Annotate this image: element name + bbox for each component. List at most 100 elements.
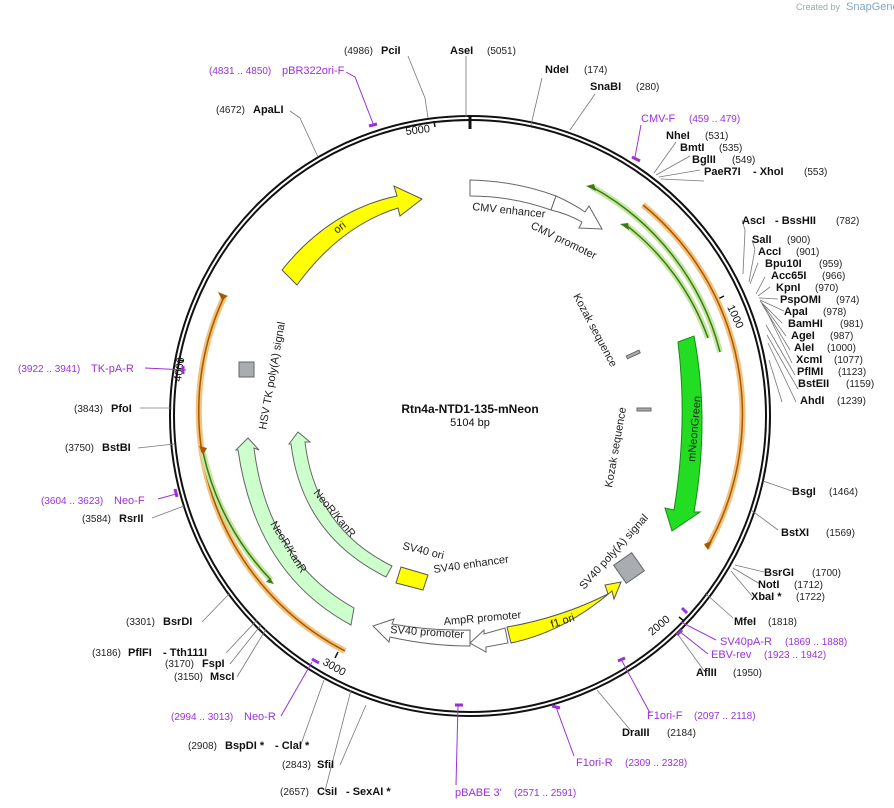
site-snabi[interactable]: SnaBI (590, 81, 621, 93)
site-pflfi[interactable]: PflFI (128, 647, 152, 659)
feature-kozak-sequence-1[interactable] (625, 349, 641, 360)
site-ahdi-pos: (1239) (837, 396, 866, 407)
primer-f1ori-f[interactable]: F1ori-F (647, 710, 683, 722)
site-sexai[interactable]: - SexAI * (346, 786, 391, 798)
site-nhei[interactable]: NheI (666, 130, 690, 142)
feature-ampr-promoter[interactable] (469, 627, 509, 653)
site-xbai[interactable]: XbaI * (751, 591, 782, 603)
site-apai-pos: (978) (823, 307, 846, 318)
site-ahdi[interactable]: AhdI (800, 395, 824, 407)
site-pspomi[interactable]: PspOMI (780, 294, 821, 306)
site-fspi[interactable]: FspI (202, 658, 225, 670)
site-bstbi-pos: (3750) (65, 443, 94, 454)
site-pflmi[interactable]: PflMI (797, 366, 823, 378)
feature-neor-kanr-inner[interactable] (288, 431, 393, 578)
site-csii[interactable]: CsiI (317, 786, 337, 798)
site-asei[interactable]: AseI (450, 45, 473, 57)
site-bsshii[interactable]: - BssHII (775, 215, 816, 227)
site-xhoi[interactable]: - XhoI (753, 166, 784, 178)
site-bstxi[interactable]: BstXI (781, 527, 809, 539)
site-acci-pos: (901) (796, 247, 819, 258)
site-clai[interactable]: - ClaI * (275, 740, 310, 752)
orf-arc-right-outer-core (642, 204, 744, 549)
feature-ori[interactable] (281, 185, 423, 286)
site-bsrdi[interactable]: BsrDI (163, 616, 192, 628)
site-noti[interactable]: NotI (758, 579, 779, 591)
primer-tk-pa-r-range: (3922 .. 3941) (18, 364, 80, 375)
site-bsgi[interactable]: BsgI (792, 486, 816, 498)
site-mfei-pos: (1818) (768, 617, 797, 628)
orf-arc-right-inner-core (625, 224, 709, 339)
site-bglii[interactable]: BglII (692, 154, 716, 166)
site-tth111i[interactable]: - Tth111I (163, 647, 207, 659)
site-kpni-pos: (970) (815, 283, 838, 294)
site-bstxi-pos: (1569) (826, 528, 855, 539)
site-asci[interactable]: AscI (742, 215, 765, 227)
feature-label-sv40-enhancer: SV40 enhancer (433, 553, 510, 575)
site-bspdi[interactable]: BspDI * (225, 740, 265, 752)
site-bsteii[interactable]: BstEII (798, 378, 829, 390)
site-fspi-pos: (3170) (165, 659, 194, 670)
site-sali[interactable]: SalI (752, 234, 772, 246)
site-bsrdi-pos: (3301) (126, 617, 155, 628)
site-bglii-pos: (549) (732, 155, 755, 166)
site-paer7i[interactable]: PaeR7I (704, 166, 741, 178)
site-bmti[interactable]: BmtI (680, 142, 704, 154)
site-mfei[interactable]: MfeI (734, 616, 756, 628)
site-draiii[interactable]: DraIII (622, 727, 650, 739)
primer-tk-pa-r[interactable]: TK-pA-R (91, 363, 134, 375)
site-acci[interactable]: AccI (758, 246, 781, 258)
site-bsteii-pos: (1159) (846, 379, 874, 390)
site-kpni[interactable]: KpnI (776, 282, 800, 294)
primer-ebv-rev[interactable]: EBV-rev (711, 649, 752, 661)
feature-kozak-sequence-2[interactable] (636, 407, 652, 412)
feature-label-ori: ori (331, 219, 348, 236)
site-xbai-pos: (1722) (796, 592, 825, 603)
backbone-outer-strand (169, 115, 771, 717)
site-msci[interactable]: MscI (210, 671, 234, 683)
site-csii-pos: (2657) (280, 787, 309, 798)
site-pfoi[interactable]: PfoI (111, 403, 132, 415)
site-bstbi[interactable]: BstBI (102, 442, 131, 454)
site-alei[interactable]: AleI (794, 342, 814, 354)
site-pcii[interactable]: PciI (381, 45, 401, 57)
feature-cmv-promoter[interactable] (550, 195, 603, 230)
feature-label-sv40-promoter: SV40 promoter (390, 624, 465, 641)
feature-mnongreen[interactable] (664, 335, 703, 532)
watermark-brand: SnapGene (846, 1, 894, 13)
site-agei[interactable]: AgeI (791, 330, 815, 342)
feature-sv40-promoter[interactable] (372, 618, 471, 647)
primer-neo-r[interactable]: Neo-R (244, 711, 276, 723)
tick-mark-2000 (678, 616, 685, 622)
primer-pbr322ori-f[interactable]: pBR322ori-F (282, 65, 345, 77)
site-sfii-pos: (2843) (282, 760, 311, 771)
orf-arc-right-inner (624, 222, 711, 340)
primer-neo-f[interactable]: Neo-F (114, 495, 145, 507)
site-acc65i[interactable]: Acc65I (771, 270, 806, 282)
feature-hsv-tk-polya-signal[interactable] (238, 361, 255, 378)
site-alei-pos: (1000) (827, 343, 856, 354)
site-noti-pos: (1712) (794, 580, 823, 591)
site-bsgi-pos: (1464) (829, 487, 858, 498)
site-aflii[interactable]: AflII (696, 667, 717, 679)
feature-f1-ori[interactable] (506, 581, 622, 644)
primer-sv40pa-r[interactable]: SV40pA-R (720, 636, 772, 648)
site-rsrii[interactable]: RsrII (119, 513, 143, 525)
feature-neor-kanr-outer[interactable] (234, 437, 355, 626)
site-apai[interactable]: ApaI (784, 306, 808, 318)
primer-f1ori-r[interactable]: F1ori-R (576, 757, 613, 769)
site-agei-pos: (987) (830, 331, 853, 342)
site-bpu10i[interactable]: Bpu10I (765, 258, 802, 270)
site-bamhi[interactable]: BamHI (788, 318, 823, 330)
site-ndei[interactable]: NdeI (545, 64, 569, 76)
site-xcmi[interactable]: XcmI (796, 354, 822, 366)
feature-sv40-polya-signal[interactable] (612, 551, 646, 585)
primer-pbabe-3[interactable]: pBABE 3' (455, 787, 502, 799)
site-pflfi-pos: (3186) (92, 648, 121, 659)
site-bsrgi[interactable]: BsrGI (764, 567, 794, 579)
feature-sv40-ori[interactable] (395, 566, 429, 591)
site-apali[interactable]: ApaLI (253, 104, 284, 116)
site-sfii[interactable]: SfiI (317, 759, 334, 771)
primer-cmv-f[interactable]: CMV-F (641, 113, 676, 125)
